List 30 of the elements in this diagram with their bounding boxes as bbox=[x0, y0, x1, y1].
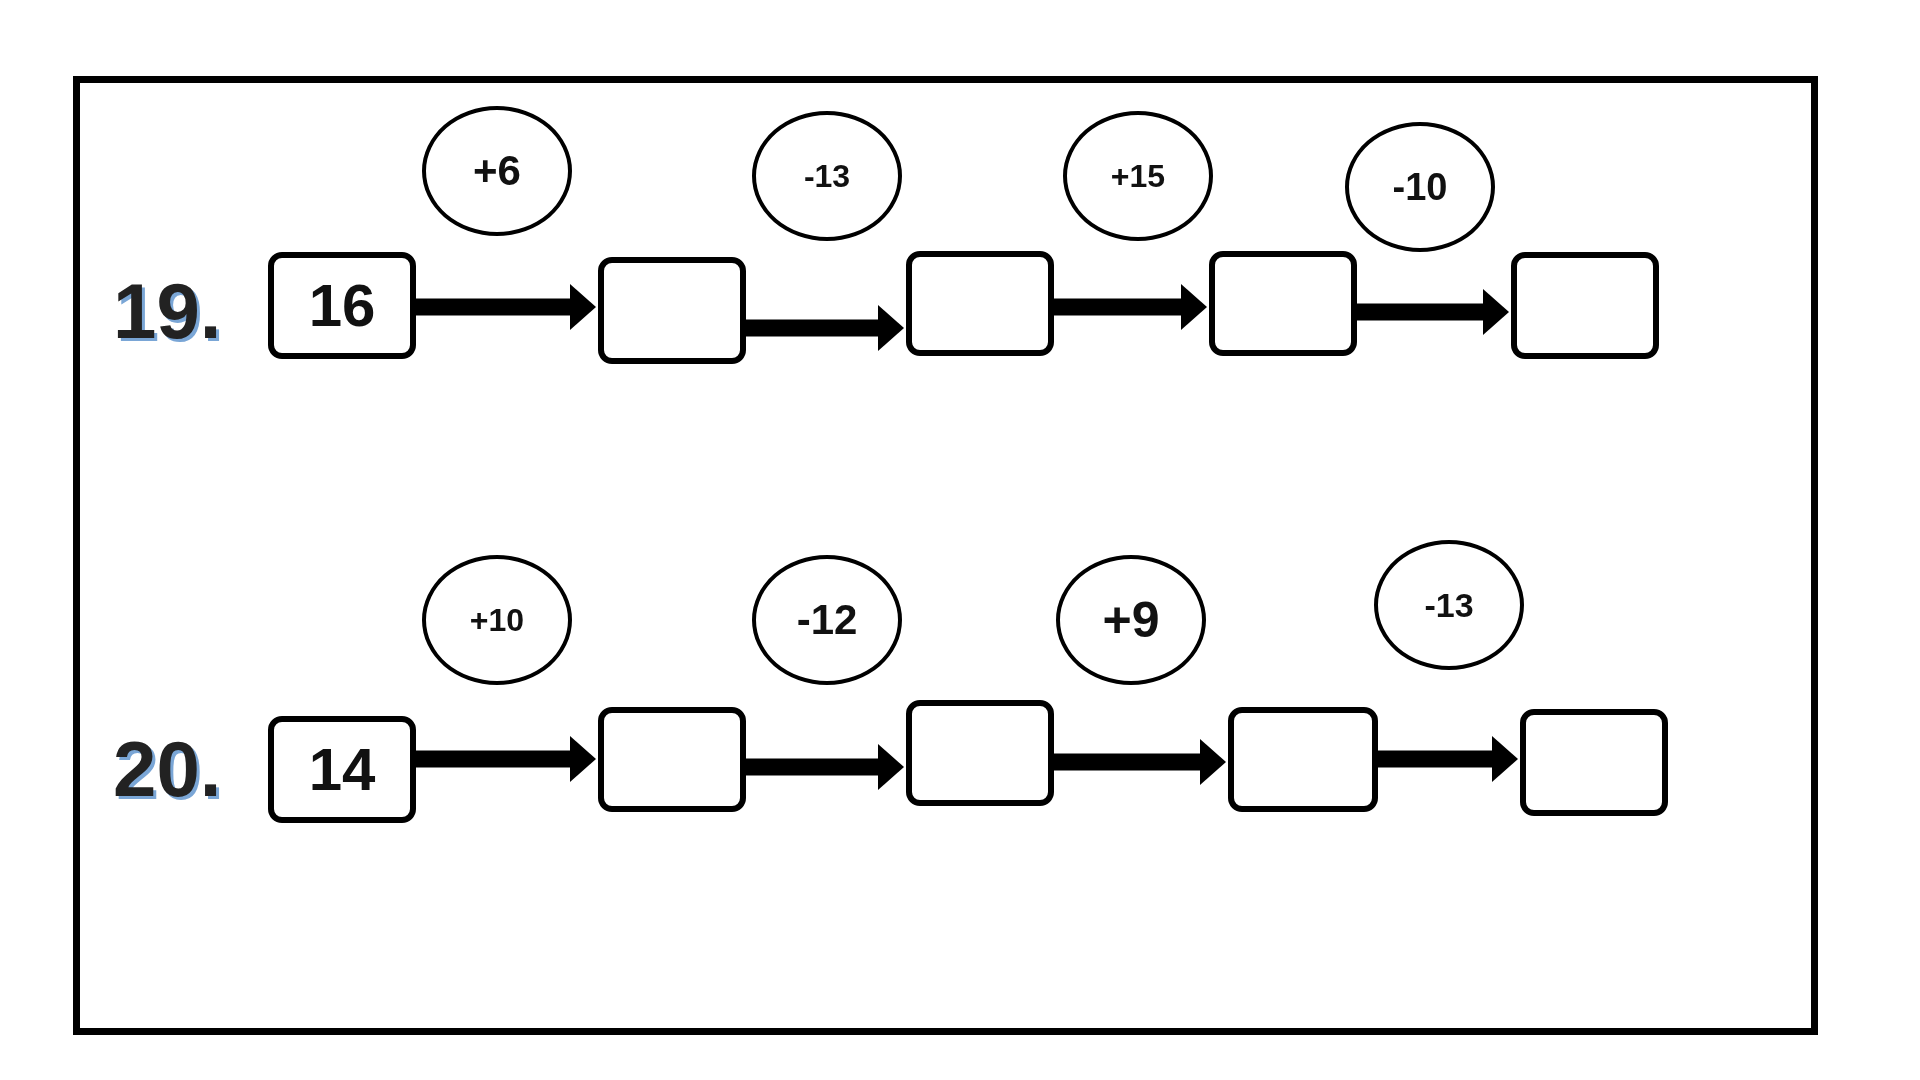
answer-box bbox=[1520, 709, 1668, 816]
operation-text: +15 bbox=[1110, 160, 1166, 192]
answer-box bbox=[906, 251, 1054, 356]
operation-text: -12 bbox=[796, 599, 858, 641]
problem-number: 19. bbox=[113, 272, 222, 350]
answer-box bbox=[598, 257, 746, 364]
answer-box bbox=[906, 700, 1054, 806]
number-box bbox=[268, 252, 416, 359]
arrow bbox=[416, 736, 596, 782]
answer-box bbox=[598, 707, 746, 812]
answer-box bbox=[1209, 251, 1357, 356]
arrow bbox=[416, 284, 596, 330]
number-text: 14 bbox=[308, 739, 376, 800]
arrow bbox=[746, 305, 904, 351]
arrow bbox=[746, 744, 904, 790]
number-box bbox=[268, 716, 416, 823]
arrow bbox=[1357, 289, 1509, 335]
operation-text: +9 bbox=[1102, 595, 1160, 645]
operation-text: -10 bbox=[1392, 168, 1448, 206]
answer-box bbox=[1511, 252, 1659, 359]
problem-number: 20. bbox=[113, 730, 222, 808]
operation-text: -13 bbox=[1424, 588, 1474, 622]
operation-text: +10 bbox=[469, 604, 525, 636]
operation-text: +6 bbox=[473, 150, 521, 192]
number-text: 16 bbox=[308, 275, 376, 336]
arrow bbox=[1054, 284, 1207, 330]
arrow bbox=[1378, 736, 1518, 782]
arrow bbox=[1054, 739, 1226, 785]
answer-box bbox=[1228, 707, 1378, 812]
operation-text: -13 bbox=[803, 160, 851, 192]
